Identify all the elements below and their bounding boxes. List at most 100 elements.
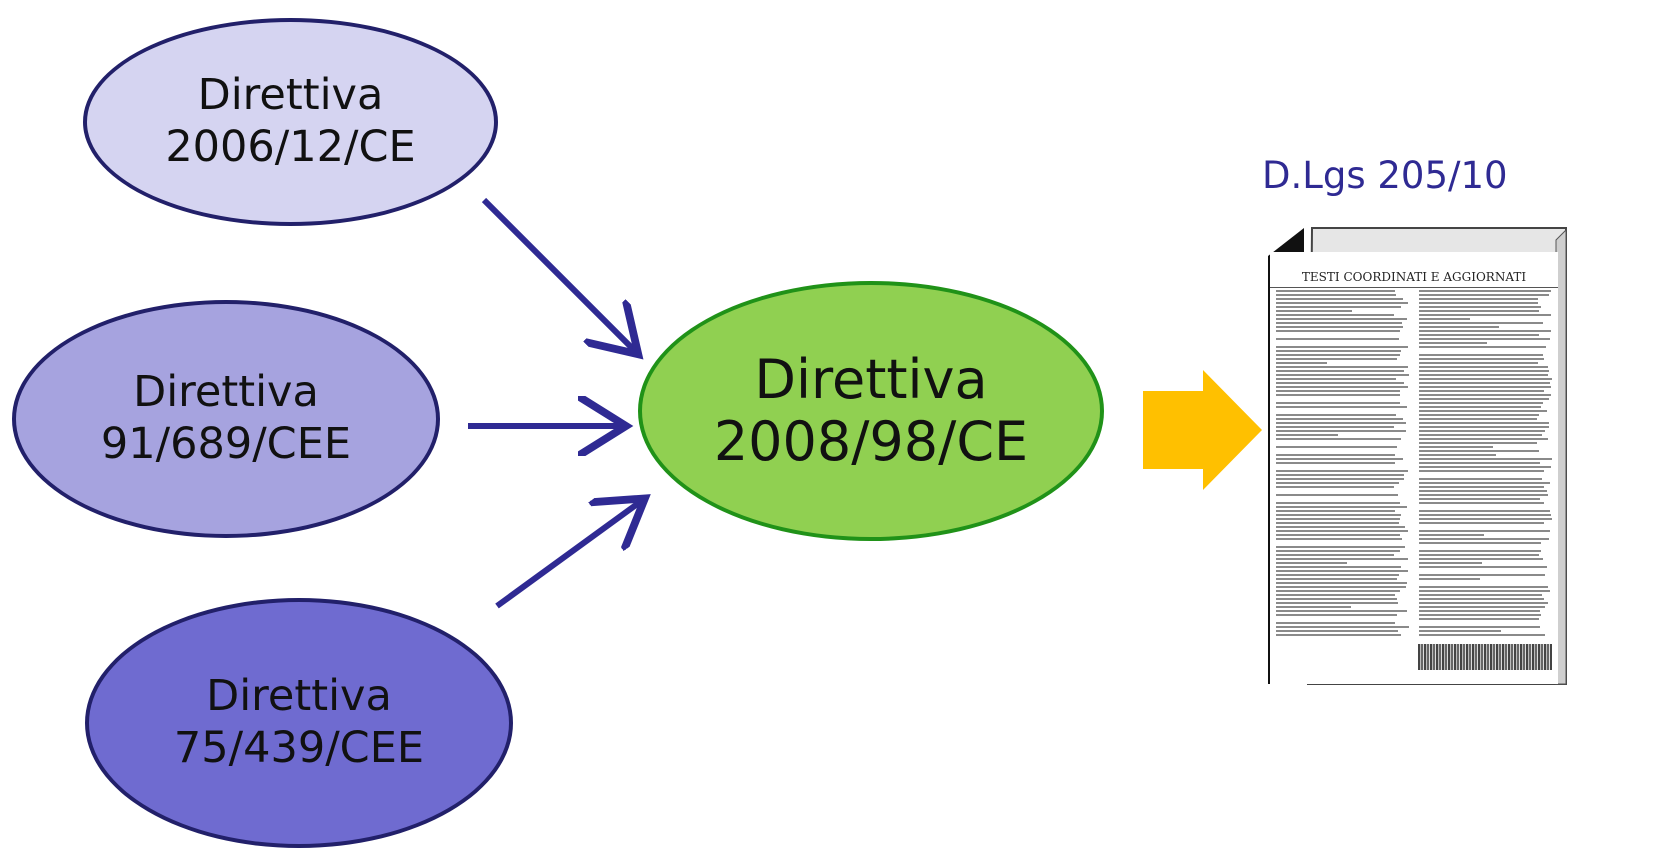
text-line — [1276, 486, 1395, 488]
text-line — [1276, 574, 1400, 576]
text-line — [1419, 418, 1538, 420]
text-line — [1276, 382, 1405, 384]
text-line — [1419, 494, 1549, 496]
text-line — [1419, 554, 1540, 556]
text-line — [1419, 586, 1548, 588]
node-label-line2: 75/439/CEE — [173, 723, 425, 773]
text-line — [1276, 570, 1408, 572]
text-line — [1419, 394, 1552, 396]
text-line — [1276, 318, 1407, 320]
text-line — [1419, 390, 1544, 392]
text-line — [1276, 478, 1404, 480]
text-line — [1276, 494, 1398, 496]
text-line — [1419, 634, 1545, 636]
text-line — [1419, 450, 1539, 452]
text-line — [1276, 462, 1395, 464]
text-line — [1419, 438, 1548, 440]
text-line — [1276, 378, 1397, 380]
text-line — [1276, 374, 1409, 376]
text-line — [1276, 590, 1400, 592]
text-line — [1276, 362, 1328, 364]
node-label-line1: Direttiva — [133, 367, 319, 418]
text-line — [1276, 594, 1395, 596]
document-page-thumbnail: TESTI COORDINATI E AGGIORNATI — [1270, 252, 1558, 684]
text-line — [1419, 294, 1550, 296]
node-label-line2: 2006/12/CE — [165, 122, 416, 172]
text-line — [1276, 518, 1401, 520]
text-line — [1276, 350, 1401, 352]
text-line — [1276, 582, 1407, 584]
text-line — [1276, 602, 1399, 604]
node-label-line1: Direttiva — [197, 70, 384, 121]
text-line — [1419, 618, 1540, 620]
text-line — [1419, 330, 1551, 332]
text-line — [1276, 458, 1403, 460]
text-line — [1419, 562, 1483, 564]
text-line — [1276, 314, 1395, 316]
text-line — [1276, 610, 1407, 612]
text-line — [1276, 290, 1396, 292]
text-line — [1276, 526, 1406, 528]
text-line — [1419, 434, 1543, 436]
text-line — [1419, 366, 1548, 368]
text-line — [1419, 598, 1545, 600]
text-line — [1276, 482, 1399, 484]
text-line — [1419, 482, 1550, 484]
text-line — [1419, 338, 1550, 340]
header-rule-right — [1550, 260, 1552, 266]
text-line — [1419, 466, 1551, 468]
text-line — [1419, 614, 1542, 616]
text-line — [1419, 414, 1539, 416]
node-label-line1: Direttiva — [754, 347, 988, 411]
node-label-line2: 91/689/CEE — [100, 419, 352, 469]
text-line — [1419, 578, 1480, 580]
text-line — [1419, 326, 1499, 328]
text-line — [1276, 622, 1396, 624]
text-line — [1419, 370, 1549, 372]
text-line — [1419, 402, 1544, 404]
output-arrow — [1143, 370, 1262, 490]
text-line — [1276, 522, 1400, 524]
text-line — [1419, 314, 1552, 316]
text-line — [1419, 462, 1541, 464]
text-line — [1276, 550, 1400, 552]
text-line — [1419, 510, 1551, 512]
text-line — [1419, 442, 1538, 444]
text-line — [1419, 318, 1471, 320]
text-line — [1419, 382, 1551, 384]
barcode-icon — [1418, 644, 1552, 670]
text-line — [1276, 470, 1409, 472]
text-line — [1276, 298, 1404, 300]
text-line — [1276, 626, 1409, 628]
text-line — [1419, 566, 1548, 568]
text-line — [1419, 626, 1540, 628]
text-line — [1419, 342, 1487, 344]
text-line — [1419, 362, 1538, 364]
text-line — [1276, 438, 1401, 440]
text-line — [1419, 398, 1550, 400]
text-line — [1419, 590, 1551, 592]
text-line — [1276, 598, 1397, 600]
text-line — [1419, 534, 1484, 536]
text-line — [1419, 430, 1545, 432]
source-node-2006-12-ce: Direttiva 2006/12/CE — [83, 18, 498, 226]
text-line — [1419, 518, 1552, 520]
text-line — [1419, 406, 1541, 408]
text-line — [1276, 366, 1408, 368]
text-line — [1276, 306, 1402, 308]
text-line — [1276, 474, 1405, 476]
text-line — [1419, 422, 1549, 424]
document-title: D.Lgs 205/10 — [1262, 154, 1508, 197]
document-running-header — [1270, 260, 1558, 266]
text-line — [1276, 502, 1400, 504]
text-line — [1419, 446, 1493, 448]
edge-75-439-to-2008-98 — [495, 502, 640, 609]
text-line — [1276, 338, 1400, 340]
text-line — [1419, 290, 1552, 292]
text-line — [1419, 470, 1545, 472]
text-line — [1276, 434, 1339, 436]
target-node-2008-98-ce: Direttiva 2008/98/CE — [638, 281, 1104, 541]
text-line — [1419, 426, 1550, 428]
text-line — [1419, 574, 1546, 576]
text-line — [1419, 514, 1551, 516]
